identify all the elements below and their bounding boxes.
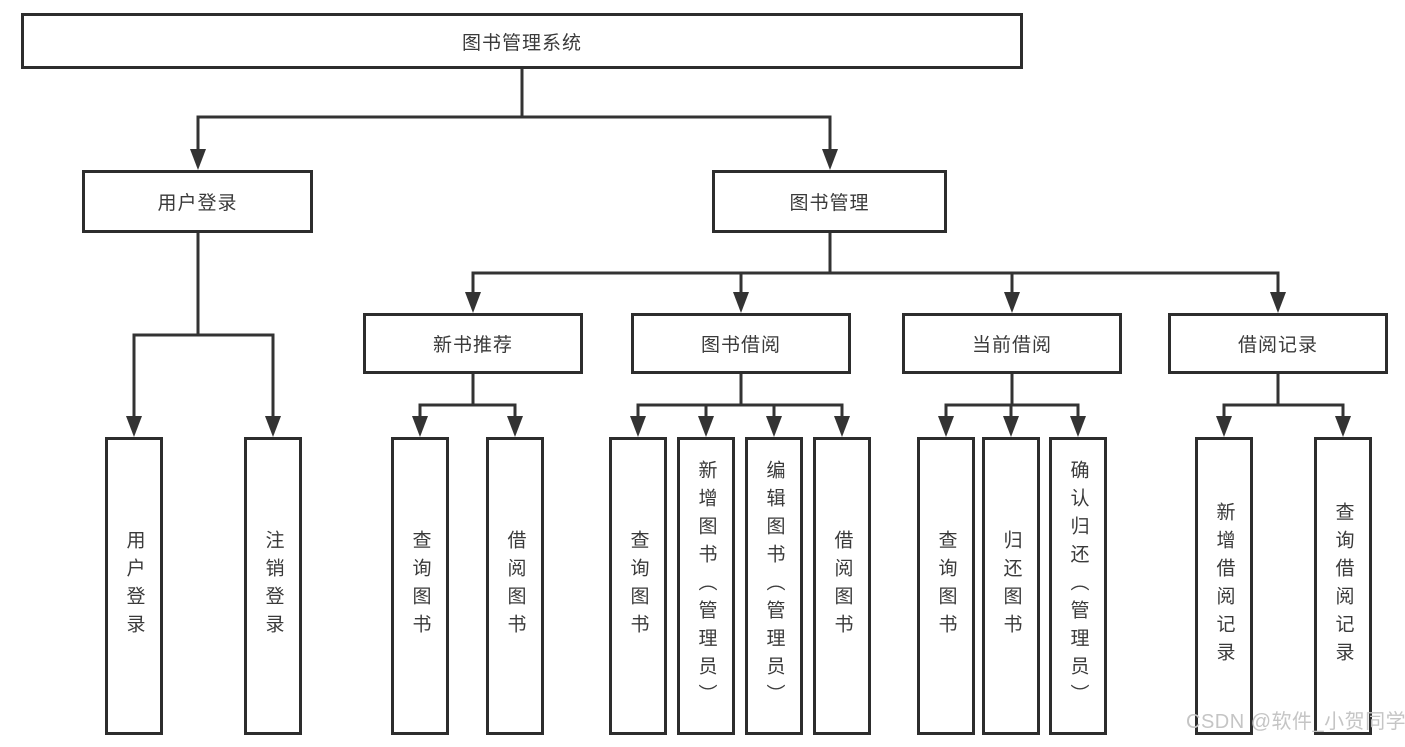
- node-root-label: 图书管理系统: [461, 32, 582, 54]
- connector-book-management: [471, 232, 1280, 295]
- leaf-confirm-return-admin: 确认归还（管理员）: [1049, 437, 1107, 735]
- connector-current-borrow: [944, 374, 1080, 419]
- node-book-management-label: 图书管理: [789, 193, 870, 214]
- leaf-query-books: 查询图书: [609, 437, 667, 735]
- connector-borrow-records: [1222, 374, 1345, 419]
- arrowhead: [698, 416, 714, 437]
- arrowhead: [265, 416, 281, 437]
- leaf-query-books-label: 查询图书: [409, 530, 431, 642]
- leaf-borrow-books-label: 借阅图书: [504, 530, 526, 642]
- arrowhead: [1070, 416, 1086, 437]
- connector-root: [196, 69, 832, 152]
- leaf-edit-books-admin: 编辑图书（管理员）: [745, 437, 803, 735]
- arrowhead: [766, 416, 782, 437]
- arrowhead: [465, 292, 481, 313]
- arrowhead: [190, 149, 206, 170]
- leaf-add-borrow-record-label: 新增借阅记录: [1213, 502, 1235, 670]
- node-book-borrow: 图书借阅: [631, 313, 851, 374]
- leaf-borrow-books: 借阅图书: [813, 437, 871, 735]
- arrowhead: [1004, 292, 1020, 313]
- leaf-logout-login: 注销登录: [244, 437, 302, 735]
- node-new-book-recommend-label: 新书推荐: [432, 335, 513, 356]
- arrowhead: [1216, 416, 1232, 437]
- leaf-add-borrow-record: 新增借阅记录: [1195, 437, 1253, 735]
- leaf-query-books-label: 查询图书: [627, 530, 649, 642]
- arrowhead: [834, 416, 850, 437]
- arrowhead: [630, 416, 646, 437]
- node-user-login-label: 用户登录: [157, 193, 238, 214]
- leaf-add-books-admin: 新增图书（管理员）: [677, 437, 735, 735]
- node-book-management: 图书管理: [712, 170, 947, 233]
- leaf-return-books-label: 归还图书: [1000, 530, 1022, 642]
- leaf-confirm-return-admin-label: 确认归还（管理员）: [1067, 460, 1089, 712]
- connector-new-book-recommend: [418, 374, 517, 419]
- leaf-user-login-label: 用户登录: [123, 530, 145, 642]
- csdn-watermark: CSDN @软件_小贺同学: [1186, 711, 1405, 733]
- node-book-borrow-label: 图书借阅: [700, 335, 781, 356]
- arrowhead: [1003, 416, 1019, 437]
- arrowhead: [822, 149, 838, 170]
- node-borrow-records: 借阅记录: [1168, 313, 1388, 374]
- connector-book-borrow: [636, 374, 844, 419]
- leaf-query-borrow-record: 查询借阅记录: [1314, 437, 1372, 735]
- arrowhead: [1270, 292, 1286, 313]
- arrowhead: [126, 416, 142, 437]
- arrowhead: [938, 416, 954, 437]
- leaf-add-books-admin-label: 新增图书（管理员）: [695, 460, 717, 712]
- leaf-logout-login-label: 注销登录: [262, 530, 284, 642]
- arrowhead: [412, 416, 428, 437]
- node-borrow-records-label: 借阅记录: [1237, 335, 1318, 356]
- arrowhead: [507, 416, 523, 437]
- leaf-user-login: 用户登录: [105, 437, 163, 735]
- leaf-borrow-books: 借阅图书: [486, 437, 544, 735]
- leaf-query-books: 查询图书: [917, 437, 975, 735]
- leaf-return-books: 归还图书: [982, 437, 1040, 735]
- arrowhead: [733, 292, 749, 313]
- node-current-borrow-label: 当前借阅: [971, 335, 1052, 356]
- leaf-query-books-label: 查询图书: [935, 530, 957, 642]
- node-user-login: 用户登录: [82, 170, 313, 233]
- arrowhead: [1335, 416, 1351, 437]
- node-root-system: 图书管理系统: [21, 13, 1023, 69]
- connector-user-login: [132, 233, 275, 419]
- leaf-borrow-books-label: 借阅图书: [831, 530, 853, 642]
- leaf-query-borrow-record-label: 查询借阅记录: [1332, 502, 1354, 670]
- leaf-query-books: 查询图书: [391, 437, 449, 735]
- node-new-book-recommend: 新书推荐: [363, 313, 583, 374]
- leaf-edit-books-admin-label: 编辑图书（管理员）: [763, 460, 785, 712]
- node-current-borrow: 当前借阅: [902, 313, 1122, 374]
